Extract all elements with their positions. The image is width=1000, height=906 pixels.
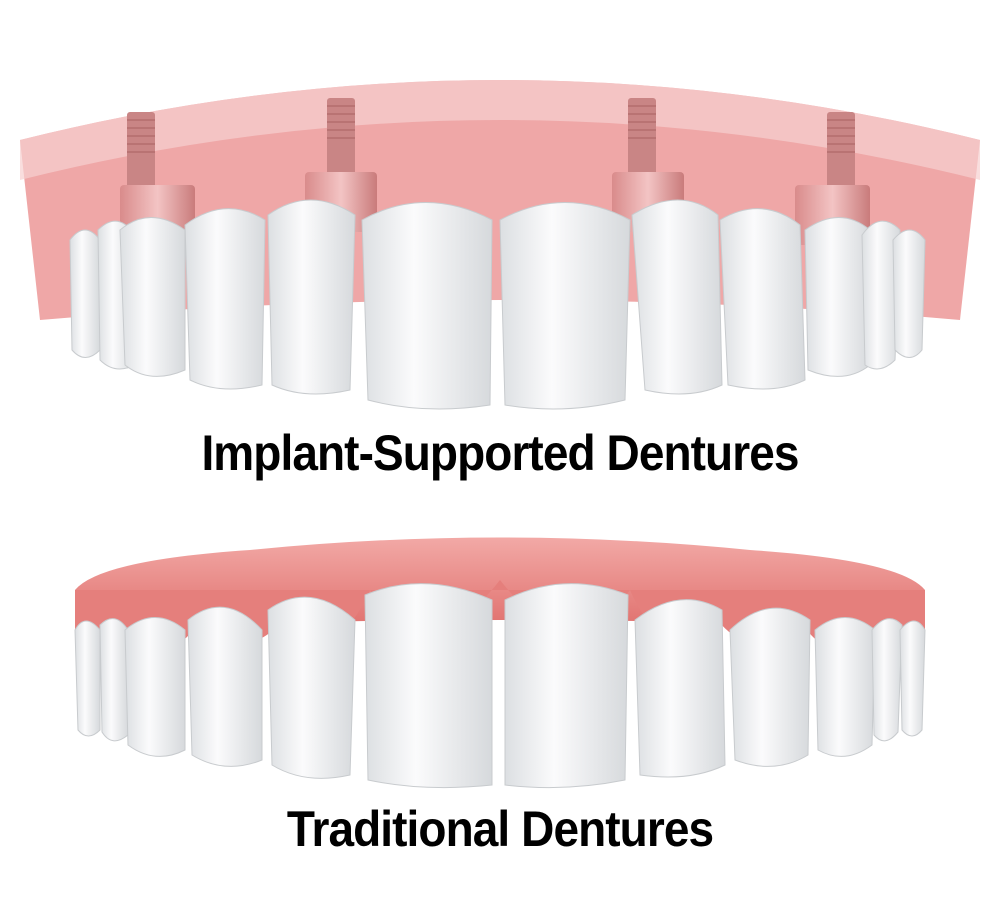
implant-supported-label: Implant-Supported Dentures <box>201 425 799 481</box>
traditional-dentures-label: Traditional Dentures <box>286 801 714 857</box>
implant-denture-illustration <box>0 0 1000 420</box>
traditional-denture-illustration <box>0 520 1000 800</box>
teeth-row <box>74 583 926 789</box>
teeth-row <box>69 199 926 410</box>
